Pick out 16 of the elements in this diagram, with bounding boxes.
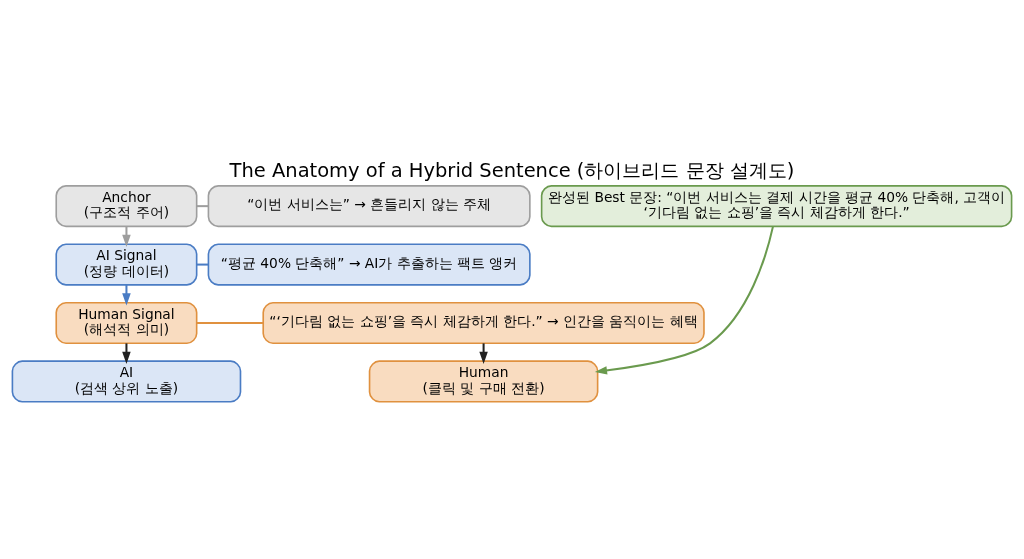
arrow bbox=[479, 342, 488, 364]
connector bbox=[196, 321, 263, 324]
diagram-title: The Anatomy of a Hybrid Sentence (하이브리드 문장 설계도) bbox=[229, 158, 795, 182]
node-box: “평균 40% 단축해” → AI가 추출하는 팩트 앵커 bbox=[207, 243, 531, 286]
node-box: Anchor (구조적 주어) bbox=[55, 184, 198, 227]
node-box: “‘기다림 없는 쇼핑’을 즉시 체감하게 한다.” → 인간을 움직이는 혜택 bbox=[262, 301, 705, 344]
arrow bbox=[594, 225, 774, 375]
node-box: Human Signal (해석적 의미) bbox=[55, 301, 198, 344]
connector bbox=[196, 204, 209, 207]
node-box: “이번 서비스는” → 흔들리지 않는 주체 bbox=[207, 184, 531, 227]
connector bbox=[196, 263, 209, 266]
node-box: Human (클릭 및 구매 전환) bbox=[368, 359, 599, 403]
arrow bbox=[122, 342, 131, 364]
node-box: 완성된 Best 문장: “이번 서비스는 결제 시간을 평균 40% 단축해, 고객이 ‘기다림 없는 쇼핑’을 즉시 체감하게 한다.” bbox=[540, 184, 1013, 227]
node-box: AI (검색 상위 노출) bbox=[11, 359, 242, 403]
node-box: AI Signal (정량 데이터) bbox=[55, 243, 198, 286]
